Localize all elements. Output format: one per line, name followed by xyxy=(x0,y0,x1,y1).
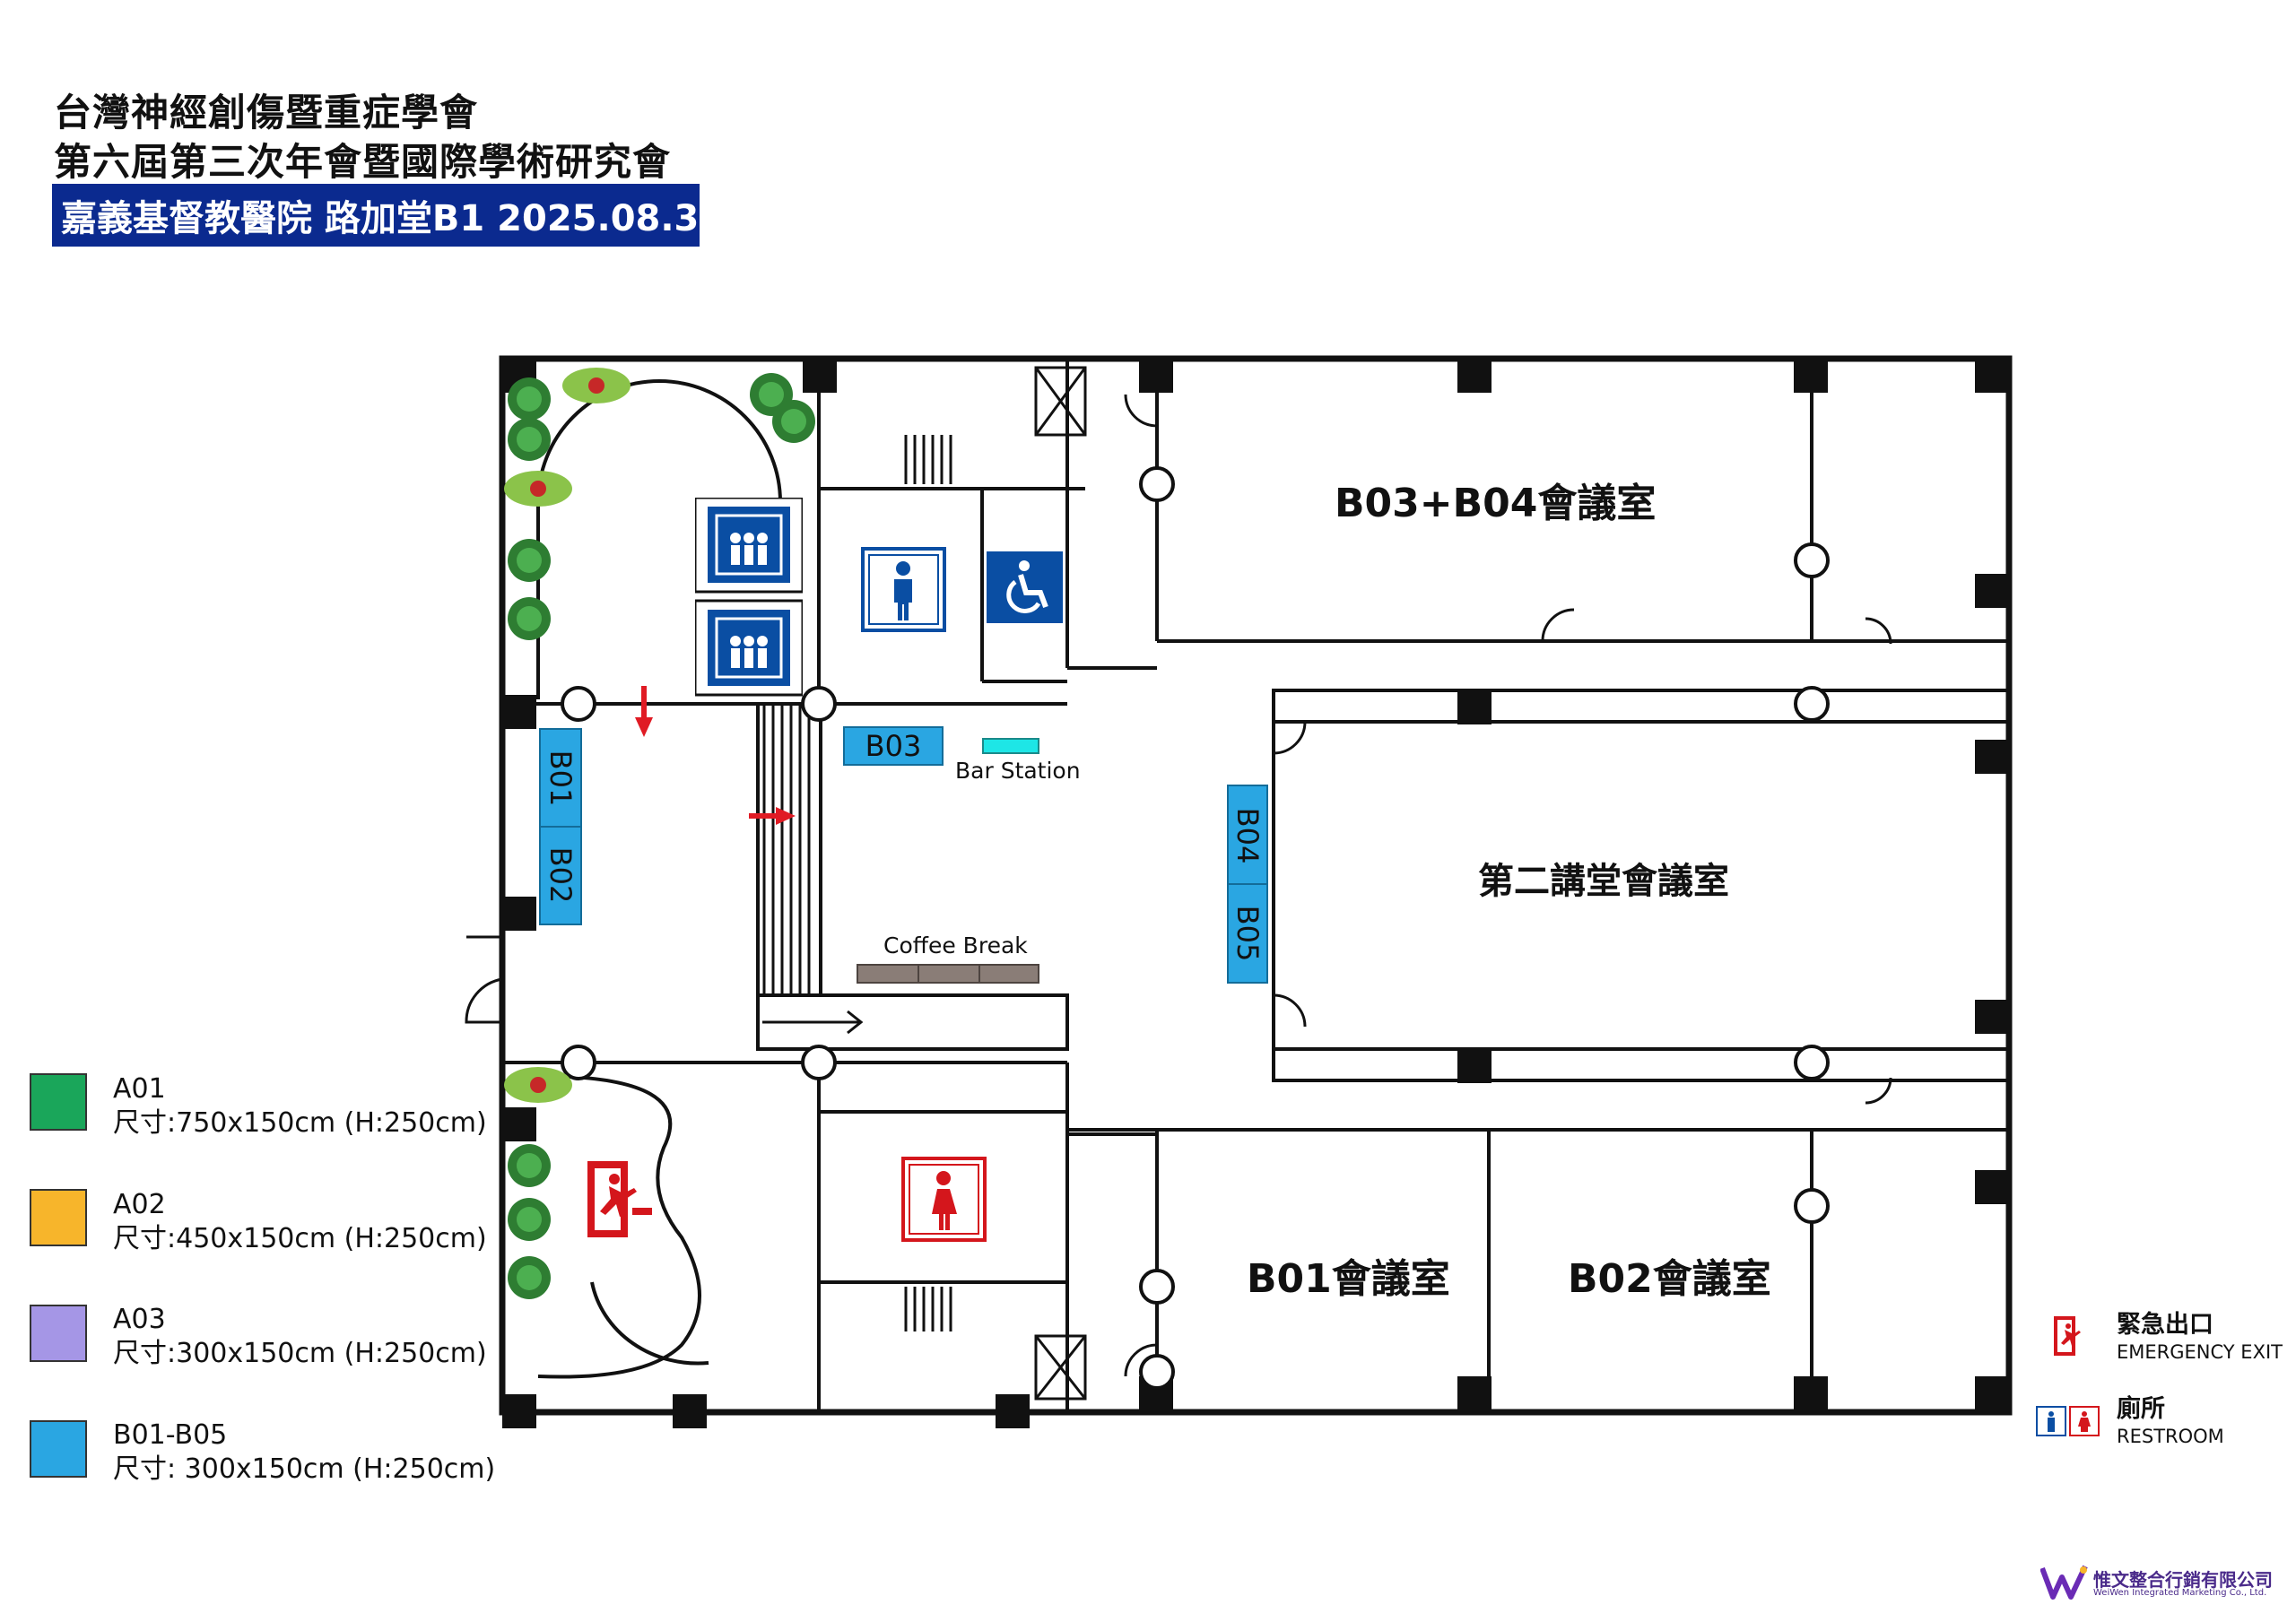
company-name-zh: 惟文整合行銷有限公司 xyxy=(2093,1569,2273,1591)
elevator-icon xyxy=(695,498,803,697)
title-line-2: 第六屆第三次年會暨國際學術研究會 xyxy=(54,140,672,184)
restroom-label-zh: 廁所 xyxy=(2117,1395,2165,1423)
legend-swatch-a02 xyxy=(30,1189,87,1246)
legend-restroom: 廁所 RESTROOM xyxy=(2117,1396,2224,1450)
accessible-icon xyxy=(987,551,1063,623)
flower-bed-icon xyxy=(504,368,631,507)
tree-icon xyxy=(508,373,815,640)
legend-size: 尺寸:300x150cm (H:250cm) xyxy=(113,1338,487,1369)
room-b01: B01會議室 xyxy=(1247,1256,1450,1302)
legend-size: 尺寸: 300x150cm (H:250cm) xyxy=(113,1453,496,1485)
emergency-exit-icon xyxy=(587,1161,652,1237)
legend-a02: A02 尺寸:450x150cm (H:250cm) xyxy=(113,1188,487,1256)
room-lecture-hall-2: 第二講堂會議室 xyxy=(1478,861,1729,902)
restroom-label-en: RESTROOM xyxy=(2117,1426,2224,1447)
company-logo xyxy=(2040,1565,2088,1600)
booth-b04-label: B04 xyxy=(1231,807,1265,863)
bar-station-label: Bar Station xyxy=(955,758,1081,784)
emergency-exit-icon xyxy=(2054,1316,2081,1356)
legend-a03: A03 尺寸:300x150cm (H:250cm) xyxy=(113,1303,487,1371)
garden-bottom xyxy=(504,1067,572,1299)
room-b02: B02會議室 xyxy=(1568,1256,1771,1302)
bar-station-counter xyxy=(982,738,1039,754)
title-line-1: 台灣神經創傷暨重症學會 xyxy=(54,91,479,134)
exit-label-zh: 緊急出口 xyxy=(2117,1311,2213,1339)
booth-b01-label: B01 xyxy=(544,750,578,807)
exit-label-en: EMERGENCY EXIT xyxy=(2117,1341,2283,1363)
legend-code: A03 xyxy=(113,1304,166,1335)
booth-b02-label: B02 xyxy=(544,846,578,904)
female-restroom-icon xyxy=(901,1157,987,1242)
tree-icon xyxy=(508,1144,551,1299)
direction-arrows xyxy=(635,686,796,825)
legend-swatch-a01 xyxy=(30,1073,87,1131)
flower-bed-icon xyxy=(504,1067,572,1103)
legend-size: 尺寸:750x150cm (H:250cm) xyxy=(113,1107,487,1139)
booth-b03: B03 xyxy=(843,726,944,766)
legend-swatch-b01-b05 xyxy=(30,1420,87,1478)
company-name-en: WeiWen Integrated Marketing Co., Ltd. xyxy=(2093,1588,2267,1598)
garden-top xyxy=(504,368,815,640)
legend-b01-b05: B01-B05 尺寸: 300x150cm (H:250cm) xyxy=(113,1418,495,1487)
legend-size: 尺寸:450x150cm (H:250cm) xyxy=(113,1223,487,1254)
male-restroom-icon xyxy=(861,547,946,632)
booth-b05-label: B05 xyxy=(1231,905,1265,961)
legend-code: A01 xyxy=(113,1073,166,1105)
coffee-break-counter xyxy=(857,964,1039,984)
legend-code: A02 xyxy=(113,1189,166,1220)
room-b03-b04: B03+B04會議室 xyxy=(1335,481,1657,526)
restroom-icon xyxy=(2036,1406,2100,1436)
venue-banner: 嘉義基督教醫院 路加堂B1 2025.08.30 xyxy=(52,184,724,247)
legend-a01: A01 尺寸:750x150cm (H:250cm) xyxy=(113,1072,487,1141)
coffee-break-label: Coffee Break xyxy=(883,932,1028,958)
legend-code: B01-B05 xyxy=(113,1419,228,1451)
legend-swatch-a03 xyxy=(30,1305,87,1362)
legend-emergency-exit: 緊急出口 EMERGENCY EXIT xyxy=(2117,1312,2283,1366)
